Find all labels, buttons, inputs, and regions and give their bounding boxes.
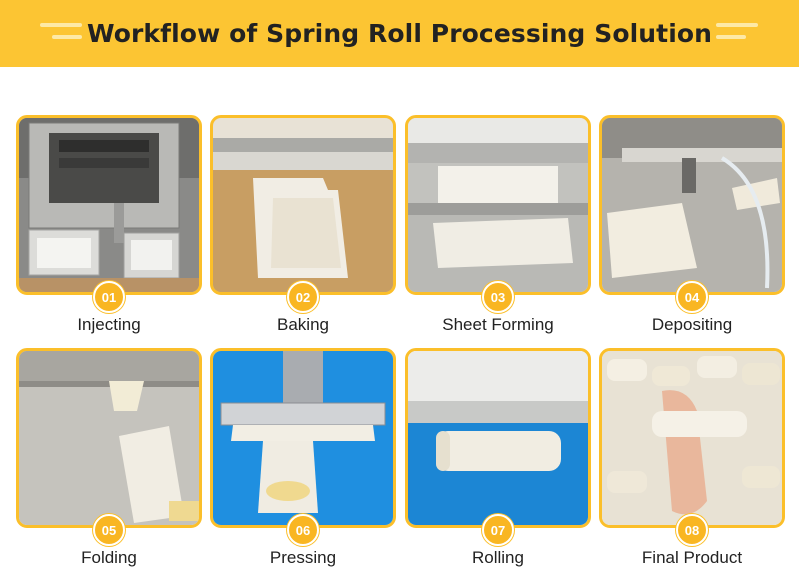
step-photo-rolling xyxy=(405,348,591,528)
step-photo-final-product xyxy=(599,348,785,528)
step-label-rolling: Rolling xyxy=(472,548,524,567)
step-photo-depositing xyxy=(599,115,785,295)
step-photo-folding xyxy=(16,348,202,528)
step-label-depositing: Depositing xyxy=(651,315,733,334)
step-badge-01: 01 xyxy=(93,281,125,313)
step-badge-08: 08 xyxy=(676,514,708,546)
step-photo-pressing xyxy=(210,348,396,528)
step-label-baking: Baking xyxy=(277,315,329,334)
step-badge-02: 02 xyxy=(287,281,319,313)
step-label-folding: Folding xyxy=(81,548,137,567)
step-label-pressing: Pressing xyxy=(269,548,337,567)
step-photo-sheet-forming xyxy=(405,115,591,295)
step-badge-03: 03 xyxy=(482,281,514,313)
step-photo-injecting xyxy=(16,115,202,295)
step-label-sheet-forming: Sheet Forming xyxy=(442,315,554,334)
step-label-injecting: Injecting xyxy=(77,315,141,334)
page-title: Workflow of Spring Roll Processing Solut… xyxy=(86,19,713,48)
step-badge-05: 05 xyxy=(93,514,125,546)
step-badge-04: 04 xyxy=(676,281,708,313)
step-badge-07: 07 xyxy=(482,514,514,546)
step-photo-baking xyxy=(210,115,396,295)
title-banner: Workflow of Spring Roll Processing Solut… xyxy=(0,0,799,67)
step-badge-06: 06 xyxy=(287,514,319,546)
step-label-final-product: Final Product xyxy=(641,548,743,567)
